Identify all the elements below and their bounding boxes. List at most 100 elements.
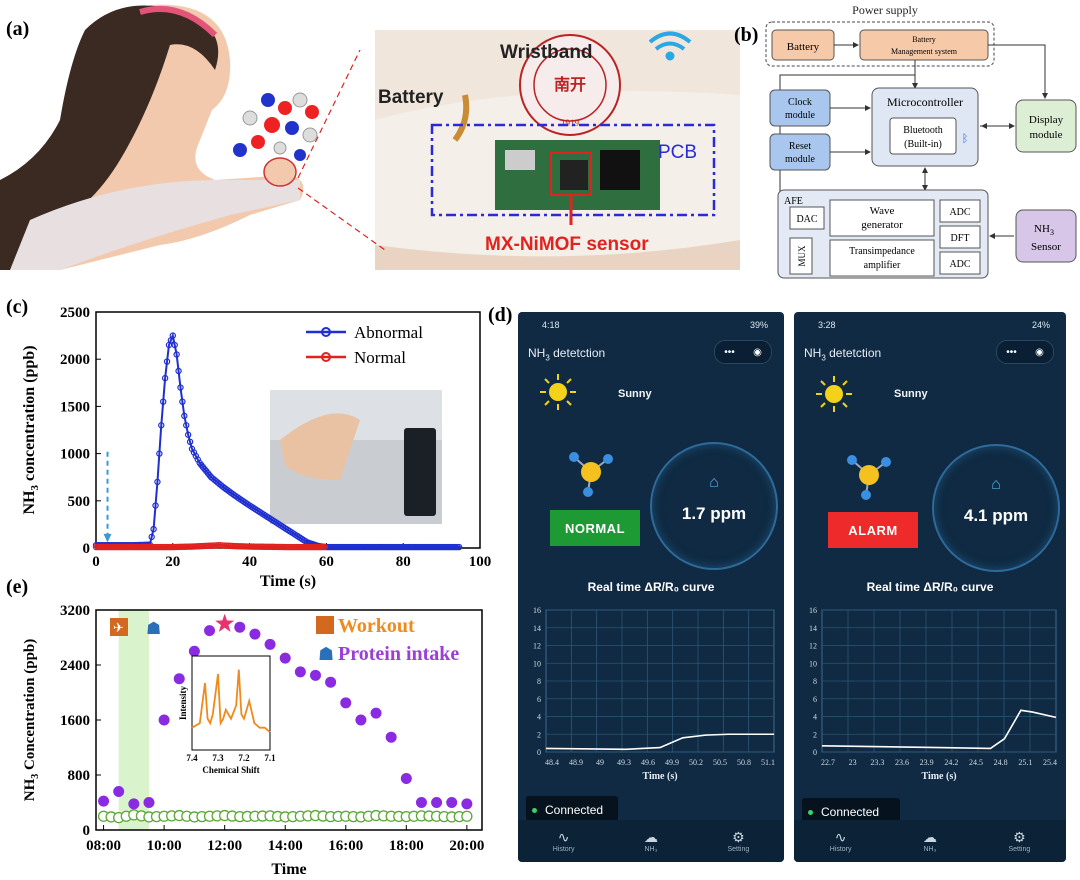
- x-tick-label: 08:00: [86, 838, 121, 854]
- purple-marker: [461, 798, 473, 810]
- menu-pill[interactable]: ••• ◉: [996, 340, 1054, 364]
- connection-status: Connected: [526, 796, 618, 824]
- purple-marker: [143, 797, 155, 808]
- x-tick-label: 25.4: [1043, 758, 1057, 767]
- inset-phone: [404, 428, 436, 516]
- x-axis-label: Time (s): [260, 573, 316, 590]
- bluetooth-label-2: (Built-in): [904, 139, 942, 150]
- purple-marker: [446, 797, 458, 808]
- x-tick-label: 0: [92, 554, 100, 570]
- panel-label-e: (e): [6, 576, 29, 598]
- y-tick-label: 4: [813, 713, 817, 722]
- x-tick-label: 49.3: [617, 758, 631, 767]
- target-icon[interactable]: ◉: [1035, 346, 1044, 358]
- nh3-sensor-label-2: Sensor: [1031, 241, 1061, 253]
- y-tick-label: 4: [537, 713, 541, 722]
- wifi-icon: [648, 31, 692, 61]
- settings-icon: ⚙: [1013, 829, 1026, 845]
- curve-title: Real time ΔR/R₀ curve: [866, 580, 994, 594]
- inset-spectrum-line: [191, 669, 271, 733]
- legend-workout-icon: [316, 616, 334, 634]
- legend-protein-icon: ☗: [318, 644, 334, 664]
- purple-marker: [400, 772, 412, 784]
- y-tick-label: 1000: [60, 447, 90, 463]
- series-marker-0: [186, 438, 194, 445]
- y-tick-label: 12: [809, 642, 817, 651]
- purple-marker: [355, 714, 367, 726]
- history-icon: ∿: [557, 829, 570, 845]
- pcb-outline: [430, 123, 716, 217]
- seal-year: 1919: [561, 118, 580, 128]
- history-icon: ∿: [834, 829, 847, 845]
- nav-history[interactable]: ∿History: [829, 829, 852, 853]
- purple-marker: [309, 669, 321, 681]
- green-marker: [461, 810, 473, 822]
- legend-workout-label: Workout: [338, 615, 415, 637]
- y-tick-label: 8: [537, 677, 541, 686]
- y-tick-label: 0: [83, 541, 91, 557]
- purple-marker: [98, 795, 110, 807]
- legend-marker: [321, 327, 331, 337]
- y-tick-label: 2000: [60, 352, 90, 368]
- nav-setting[interactable]: ⚙Setting: [1008, 829, 1031, 853]
- purple-marker: [264, 638, 276, 650]
- legend-label: Abnormal: [354, 323, 423, 342]
- y-tick-label: 16: [533, 606, 541, 615]
- y-tick-label: 2: [537, 730, 541, 739]
- series-marker-0: [148, 533, 155, 541]
- tia-label-1: Transimpedance: [849, 246, 915, 257]
- bms-label-2: Management system: [891, 47, 958, 56]
- target-icon[interactable]: ◉: [753, 346, 762, 358]
- bms-label-1: Battery: [912, 35, 936, 44]
- inset-frame: [191, 655, 271, 751]
- mux-block: [789, 237, 813, 275]
- x-tick-label: 22.7: [821, 758, 835, 767]
- panel-label-d: (d): [488, 304, 513, 326]
- x-tick-label: 24.8: [994, 758, 1008, 767]
- x-tick-label: 16:00: [328, 838, 363, 854]
- menu-pill[interactable]: ••• ◉: [714, 340, 772, 364]
- series-marker-0: [159, 398, 167, 405]
- x-tick-label: 51.1: [761, 758, 775, 767]
- dft-block: [939, 225, 981, 249]
- bluetooth-block: [889, 117, 957, 155]
- legend-label: Normal: [354, 348, 406, 367]
- sun-icon: [816, 376, 852, 412]
- status-battery: 39%: [749, 320, 768, 330]
- more-icon[interactable]: •••: [1006, 346, 1017, 358]
- nh3-sensor-label-1: NH3: [1034, 223, 1054, 237]
- y-tick-label: 1500: [60, 399, 90, 415]
- settings-icon: ⚙: [732, 829, 745, 845]
- wave-label-1: Wave: [870, 205, 895, 217]
- nav-history[interactable]: ∿History: [552, 829, 575, 853]
- workout-icon-glyph: ✈: [113, 620, 124, 635]
- x-tick-label: 50.8: [737, 758, 751, 767]
- x-tick-label: 23: [849, 758, 857, 767]
- status-time: 3:28: [818, 320, 836, 330]
- wave-generator-block: [829, 199, 935, 237]
- y-tick-label: 6: [537, 695, 541, 704]
- x-tick-label: 12:00: [207, 838, 242, 854]
- purple-marker: [431, 797, 443, 808]
- nav-setting[interactable]: ⚙Setting: [727, 829, 750, 853]
- x-tick-label: 50.2: [689, 758, 703, 767]
- concentration-dial: ⌂ 4.1 ppm: [932, 444, 1060, 572]
- series-marker-0: [184, 431, 192, 438]
- adc-block-bottom: [939, 251, 981, 275]
- more-icon[interactable]: •••: [724, 346, 735, 358]
- display-module-block: [1015, 99, 1077, 153]
- nav-nh3[interactable]: ☁NH₃: [922, 829, 937, 853]
- x-tick-label: 18:00: [389, 838, 424, 854]
- series-marker-0: [179, 398, 186, 405]
- cloud-icon: ☁: [922, 829, 937, 845]
- realtime-curve-line: [545, 733, 774, 751]
- series-marker-0: [161, 374, 169, 382]
- sensor-label: MX-NiMOF sensor: [485, 234, 649, 255]
- nav-nh3[interactable]: ☁NH₃: [643, 829, 658, 853]
- svg-text:南开: 南开: [554, 75, 586, 94]
- y-tick-label: 3200: [60, 603, 90, 619]
